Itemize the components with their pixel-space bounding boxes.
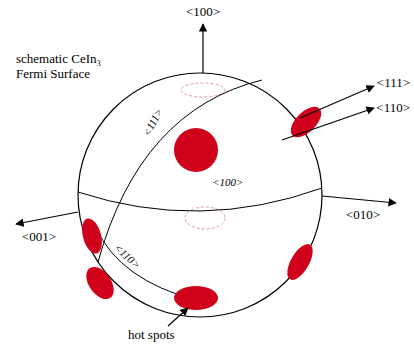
direction-label: <100>	[212, 176, 243, 189]
hot-spot	[174, 286, 218, 310]
hot-spot	[282, 240, 318, 284]
hidden-hot-spot	[181, 83, 225, 97]
axis-arrow	[202, 24, 203, 73]
axis-arrow	[282, 108, 374, 140]
axis-arrow	[16, 212, 78, 224]
axis-arrow	[322, 196, 396, 203]
hot-spot	[79, 216, 106, 255]
axis-label: <111>	[377, 76, 410, 91]
meridian-label: <110>	[112, 241, 143, 271]
axis-arrow	[300, 86, 374, 118]
axis-label: <100>	[186, 5, 220, 20]
meridian-line	[98, 80, 262, 262]
axis-arrows	[16, 24, 396, 326]
hot-spot	[81, 262, 120, 304]
figure-title: schematic CeIn₃ Fermi Surface	[16, 52, 134, 82]
axis-label: <001>	[22, 230, 56, 245]
axis-label: <110>	[376, 101, 410, 116]
axis-label: <010>	[346, 208, 380, 223]
fermi-sphere	[78, 73, 322, 317]
hot-spot-group	[79, 101, 327, 310]
equator-line	[78, 188, 322, 211]
callout-label: hot spots	[128, 328, 175, 343]
meridian-label: <111>	[140, 106, 165, 138]
hot-spot	[174, 128, 218, 172]
leader-arrow	[168, 308, 188, 326]
